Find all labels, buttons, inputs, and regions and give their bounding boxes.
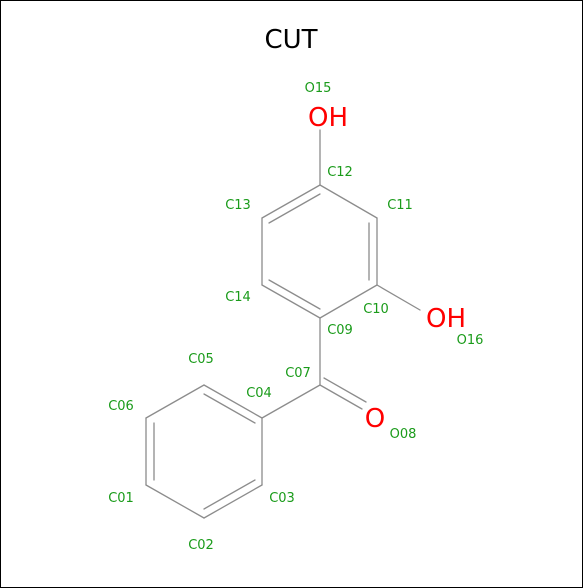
bond-c07-o08-double [323, 377, 367, 403]
heteroatom-layer: OH OH O [308, 103, 466, 434]
atom-label-o16: O16 [457, 333, 484, 348]
bond-c03-c02 [203, 484, 263, 519]
atom-label-c03: C03 [269, 491, 295, 506]
atom-label-c05: C05 [188, 352, 214, 367]
bond-c14-c09 [261, 284, 321, 319]
diagram-title: CUT [264, 25, 317, 55]
bond-c02-c01 [145, 484, 205, 519]
atom-label-c01: C01 [108, 491, 134, 506]
bond-c05-c04 [203, 384, 263, 419]
o08-group: O [365, 404, 385, 434]
bond-c03-c02-inner [203, 479, 256, 510]
bond-c11-c12 [319, 184, 378, 219]
bond-c05-c04-inner [203, 393, 256, 424]
bond-c09-c10 [319, 284, 378, 319]
atom-label-c02: C02 [188, 538, 214, 553]
bond-layer [145, 129, 421, 519]
atom-label-c06: C06 [108, 399, 134, 414]
bond-c14-c09-inner [268, 279, 321, 310]
atom-label-o08: O08 [390, 427, 417, 442]
bond-c07-c04 [261, 384, 321, 419]
atom-label-c13: C13 [225, 198, 251, 213]
atom-label-c07: C07 [285, 366, 311, 381]
o15-group: OH [308, 103, 348, 133]
atom-label-c04: C04 [246, 386, 272, 401]
atom-label-layer: O15 C12 C13 C11 C14 C10 C09 O16 C05 C07 … [108, 81, 483, 553]
o16-group: OH [426, 304, 466, 334]
atom-label-c10: C10 [363, 302, 389, 317]
bond-c07-o08 [319, 384, 363, 410]
atom-label-c12: C12 [327, 165, 353, 180]
atom-label-c14: C14 [225, 290, 251, 305]
bond-c10-o16 [376, 284, 421, 311]
bond-c12-c13-inner [268, 193, 321, 224]
atom-label-c11: C11 [387, 198, 413, 213]
bond-c06-c05 [145, 384, 205, 419]
atom-label-o15: O15 [305, 81, 332, 96]
bond-c12-c13 [261, 184, 321, 219]
atom-label-c09: C09 [327, 323, 353, 338]
